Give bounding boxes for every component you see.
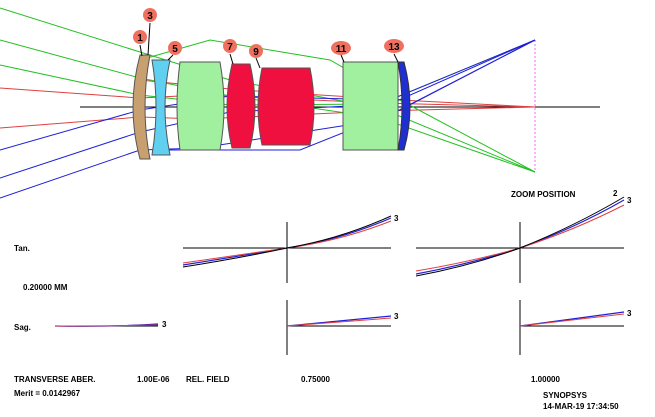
scale-label: 0.20000 MM — [23, 283, 68, 292]
svg-text:11: 11 — [336, 44, 347, 55]
lens-element-5 — [176, 61, 225, 151]
lens-element-13 — [397, 61, 411, 151]
sag-fan-field-100: 3 — [519, 300, 632, 355]
zoom-position-value: 2 — [613, 189, 618, 198]
merit-value: Merit = 0.0142967 — [14, 389, 81, 398]
lens-element-7 — [226, 63, 256, 149]
svg-text:7: 7 — [227, 42, 233, 53]
svg-text:3: 3 — [627, 196, 632, 205]
tan-label: Tan. — [14, 244, 30, 253]
svg-text:1: 1 — [137, 33, 143, 44]
sag-fan-field-000: 3 — [54, 320, 167, 329]
svg-text:9: 9 — [253, 47, 259, 58]
tan-fan-field-075: 3 — [182, 214, 399, 283]
sag-fan-field-075: 3 — [286, 300, 399, 355]
sag-label: Sag. — [14, 323, 31, 332]
aberration-type-label: TRANSVERSE ABER. — [14, 375, 96, 384]
surface-tag-11: 11 — [331, 41, 351, 63]
svg-text:13: 13 — [388, 42, 400, 53]
wavelength-value: 1.00E-06 — [137, 375, 170, 384]
lens-element-3 — [151, 59, 171, 156]
rel-field-label: REL. FIELD — [186, 375, 230, 384]
svg-text:3: 3 — [627, 309, 632, 318]
surface-tag-3: 3 — [143, 8, 157, 56]
lens-element-1 — [132, 54, 151, 160]
surface-tag-7: 7 — [223, 39, 237, 65]
svg-text:3: 3 — [394, 312, 399, 321]
svg-text:5: 5 — [172, 44, 178, 55]
surface-tag-13: 13 — [384, 39, 404, 63]
svg-text:3: 3 — [394, 214, 399, 223]
lens-element-9 — [257, 67, 315, 146]
surface-tag-5: 5 — [167, 41, 182, 61]
zoom-position-label: ZOOM POSITION — [511, 190, 576, 199]
field-100-label: 1.00000 — [531, 375, 560, 384]
svg-text:3: 3 — [147, 11, 153, 22]
program-name: SYNOPSYS — [543, 391, 588, 400]
svg-text:3: 3 — [162, 320, 167, 329]
lens-element-11 — [342, 61, 399, 151]
surface-tag-9: 9 — [249, 44, 263, 69]
field-075-label: 0.75000 — [301, 375, 330, 384]
date-time: 14-MAR-19 17:34:50 — [543, 402, 619, 411]
tan-fan-field-100: 3 — [415, 196, 632, 283]
surface-tag-1: 1 — [133, 30, 147, 57]
